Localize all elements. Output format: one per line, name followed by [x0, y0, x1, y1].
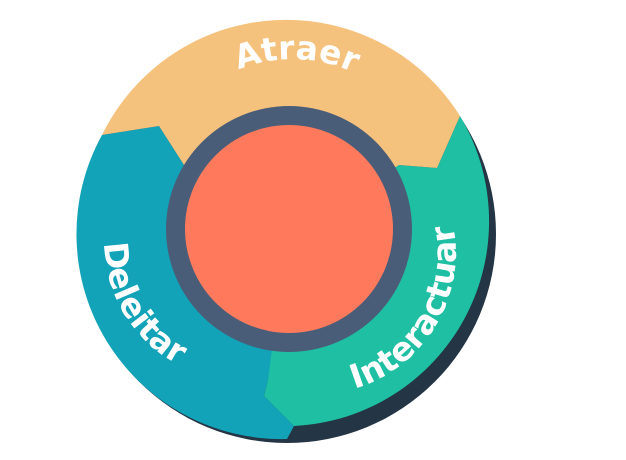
- center-circle: [185, 125, 393, 333]
